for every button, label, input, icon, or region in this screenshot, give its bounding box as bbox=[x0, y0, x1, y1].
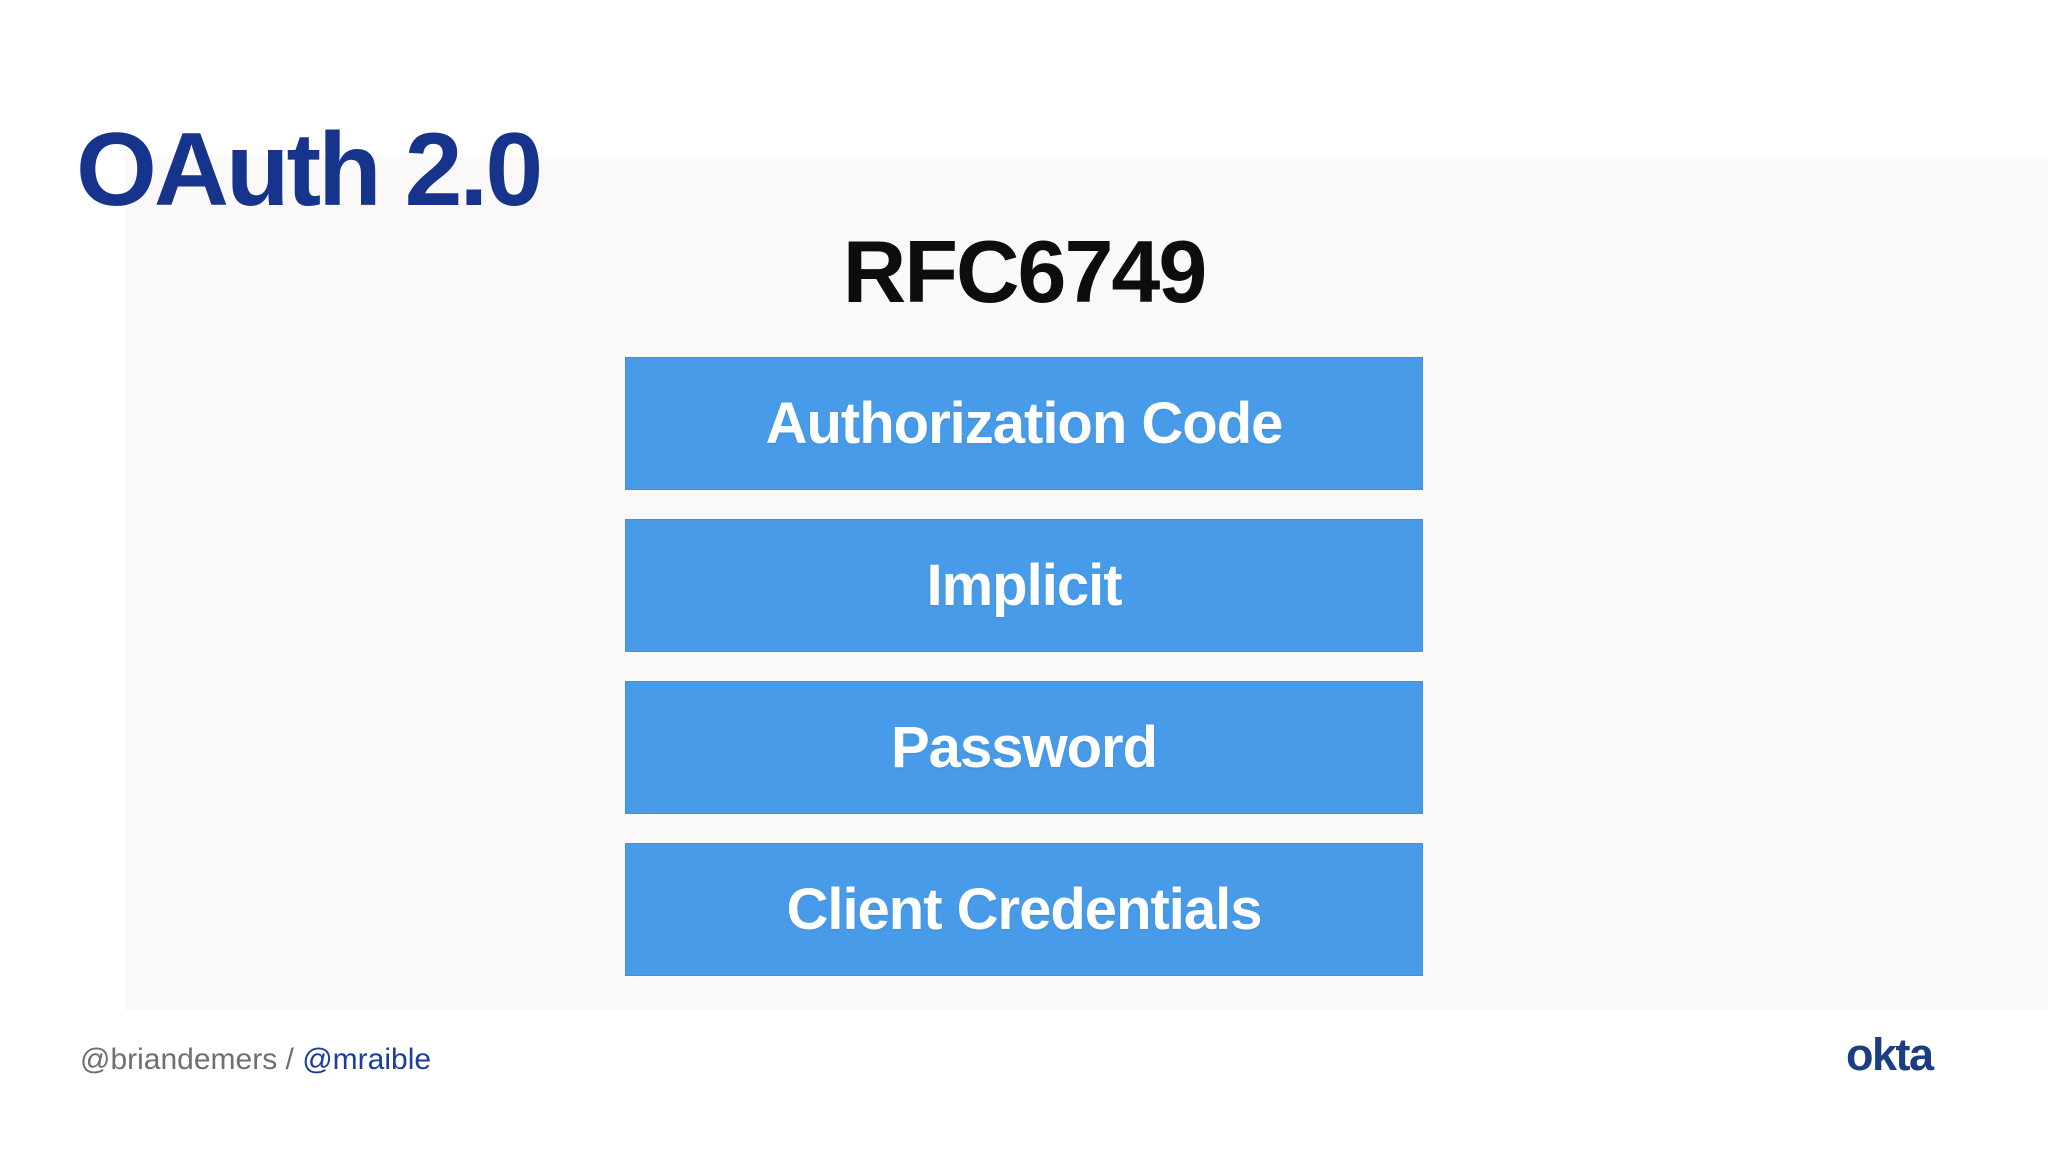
grant-type-bar-authorization-code: Authorization Code bbox=[625, 357, 1423, 490]
grant-type-label: Authorization Code bbox=[765, 391, 1284, 456]
grant-type-label: Password bbox=[891, 715, 1158, 780]
grant-type-label: Implicit bbox=[926, 553, 1122, 618]
rfc-heading: RFC6749 bbox=[842, 222, 1208, 321]
grant-type-label: Client Credentials bbox=[786, 877, 1262, 942]
oauth-grant-types-diagram: RFC6749 Authorization Code Implicit Pass… bbox=[625, 0, 1423, 1010]
handle-separator: / bbox=[277, 1043, 303, 1076]
grant-type-bars: Authorization Code Implicit Password Cli… bbox=[625, 357, 1423, 976]
grant-type-bar-implicit: Implicit bbox=[625, 519, 1423, 652]
handle-briandemers: @briandemers bbox=[80, 1043, 278, 1076]
okta-logo: okta bbox=[1846, 1029, 1934, 1080]
grant-type-bar-client-credentials: Client Credentials bbox=[625, 843, 1423, 976]
speaker-handles: @briandemers / @mraible bbox=[80, 1040, 431, 1080]
handle-mraible-link[interactable]: @mraible bbox=[302, 1043, 432, 1076]
page-title: OAuth 2.0 bbox=[76, 111, 543, 228]
grant-type-bar-password: Password bbox=[625, 681, 1423, 814]
